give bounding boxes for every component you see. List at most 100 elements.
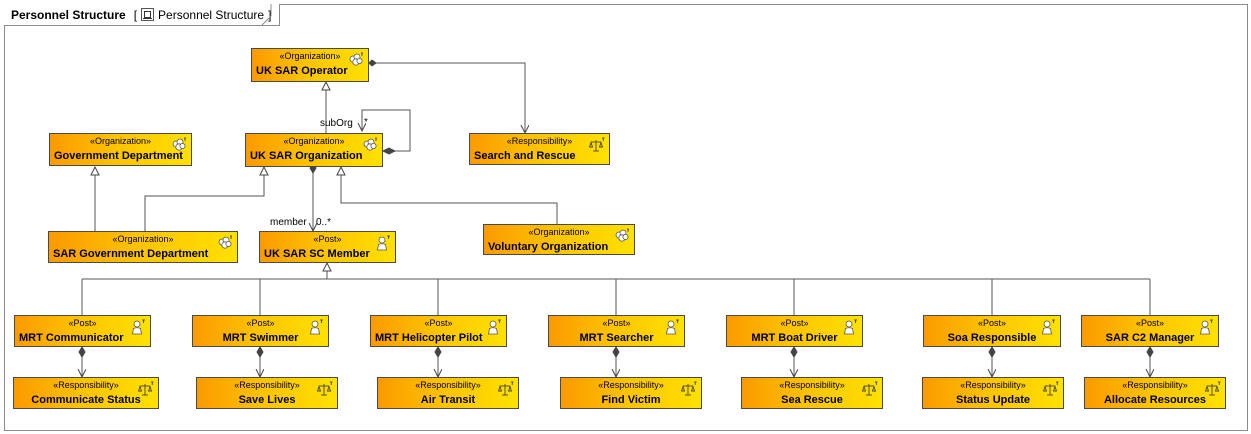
node-sar-c2-manager[interactable]: «Post» SAR C2 Manager: [1081, 315, 1219, 347]
node-name: MRT Searcher: [579, 332, 654, 344]
node-uk-sar-sc-member[interactable]: «Post» UK SAR SC Member: [259, 231, 396, 263]
node-name: UK SAR SC Member: [264, 248, 370, 260]
node-name: Status Update: [956, 394, 1030, 406]
responsibility-icon: [317, 381, 333, 396]
stereotype-label: «Responsibility»: [234, 380, 300, 390]
node-mrt-swimmer[interactable]: «Post» MRT Swimmer: [192, 315, 329, 347]
suborg-multiplicity: *: [364, 117, 368, 128]
node-find-victim[interactable]: «Responsibility» Find Victim: [560, 377, 702, 409]
post-icon: [488, 319, 501, 335]
node-name: MRT Boat Driver: [751, 332, 838, 344]
stereotype-label: «Post»: [1135, 318, 1165, 328]
diagram-frame: [4, 4, 1248, 431]
stereotype-label: «Organization»: [279, 51, 341, 61]
node-name: Find Victim: [601, 394, 661, 406]
association-operator-search-rescue[interactable]: [376, 62, 525, 133]
responsibility-icon: [1205, 381, 1221, 396]
stereotype-label: «Responsibility»: [960, 380, 1026, 390]
stereotype-label: «Responsibility»: [415, 380, 481, 390]
node-name: MRT Helicopter Pilot: [375, 332, 483, 344]
diagram-frame-tab: Personnel Structure [ Personnel Structur…: [4, 4, 281, 26]
node-status-update[interactable]: «Responsibility» Status Update: [922, 377, 1064, 409]
open-bracket: [: [133, 7, 138, 22]
stereotype-label: «Organization»: [112, 234, 174, 244]
responsibility-icon: [1043, 381, 1059, 396]
node-air-transit[interactable]: «Responsibility» Air Transit: [377, 377, 519, 409]
stereotype-label: «Responsibility»: [506, 136, 573, 146]
responsibility-icon: [138, 381, 154, 396]
generalization-arrowhead: [259, 165, 269, 176]
node-name: Communicate Status: [31, 394, 141, 406]
node-uk-sar-operator[interactable]: «Organization» UK SAR Operator: [251, 48, 369, 82]
node-name: Air Transit: [420, 394, 476, 406]
node-name: Soa Responsible: [947, 332, 1037, 344]
diagram-reference[interactable]: Personnel Structure: [158, 7, 265, 22]
organization-icon: [615, 228, 629, 242]
stereotype-label: «Organization»: [528, 227, 590, 237]
node-name: SAR C2 Manager: [1105, 332, 1195, 344]
node-government-department[interactable]: «Organization» Government Department: [49, 133, 192, 166]
responsibility-icon: [862, 381, 878, 396]
composition-diamond: [988, 346, 996, 358]
node-mrt-searcher[interactable]: «Post» MRT Searcher: [548, 315, 685, 347]
stereotype-label: «Post»: [246, 318, 275, 328]
class-diagram-icon: [141, 8, 155, 21]
node-save-lives[interactable]: «Responsibility» Save Lives: [196, 377, 338, 409]
post-generalization-tree[interactable]: [81, 263, 1151, 315]
organization-icon: [172, 137, 186, 151]
generalization-arrowhead: [321, 80, 331, 91]
node-allocate-resources[interactable]: «Responsibility» Allocate Resources: [1084, 377, 1226, 409]
stereotype-label: «Post»: [313, 234, 342, 244]
node-name: UK SAR Operator: [256, 65, 348, 77]
composition-diamond: [78, 346, 86, 358]
generalization-arrowhead: [90, 165, 100, 176]
composition-diamond: [434, 346, 442, 358]
composition-diamond: [381, 147, 397, 155]
node-mrt-communicator[interactable]: «Post» MRT Communicator: [14, 315, 151, 347]
node-communicate-status[interactable]: «Responsibility» Communicate Status: [13, 377, 159, 409]
node-sar-government-department[interactable]: «Organization» SAR Government Department: [48, 231, 238, 263]
stereotype-label: «Organization»: [283, 136, 345, 146]
close-bracket: ]: [268, 7, 272, 22]
composition-diamond: [612, 346, 620, 358]
generalization-voluntary-organization[interactable]: [340, 168, 558, 224]
association-suborg[interactable]: [362, 109, 411, 152]
post-icon: [1042, 319, 1055, 335]
node-search-and-rescue[interactable]: «Responsibility» Search and Rescue: [469, 133, 610, 165]
post-icon: [132, 319, 145, 335]
suborg-role-label: subOrg: [320, 118, 353, 129]
node-name: MRT Communicator: [19, 332, 124, 344]
organization-icon: [363, 137, 377, 151]
post-icon: [1200, 319, 1213, 335]
node-mrt-boat-driver[interactable]: «Post» MRT Boat Driver: [726, 315, 863, 347]
node-name: SAR Government Department: [53, 248, 209, 260]
node-name: Sea Rescue: [781, 394, 843, 406]
organization-icon: [218, 235, 232, 249]
node-name: Allocate Resources: [1103, 394, 1207, 406]
node-mrt-helicopter-pilot[interactable]: «Post» MRT Helicopter Pilot: [370, 315, 507, 347]
stereotype-label: «Post»: [602, 318, 631, 328]
node-uk-sar-organization[interactable]: «Organization» UK SAR Organization: [245, 133, 383, 167]
member-role-label: member: [270, 217, 307, 228]
node-soa-responsible[interactable]: «Post» Soa Responsible: [923, 315, 1061, 347]
composition-diamond: [368, 59, 377, 67]
composition-diamond: [790, 346, 798, 358]
diagram-title: Personnel Structure: [11, 7, 126, 22]
generalization-arrowhead: [322, 261, 332, 272]
generalization-sar-gov-dept-organization[interactable]: [144, 168, 265, 232]
stereotype-label: «Responsibility»: [779, 380, 845, 390]
composition-diamond: [1146, 346, 1154, 358]
node-name: UK SAR Organization: [250, 150, 363, 162]
generalization-arrowhead: [336, 165, 346, 176]
node-sea-rescue[interactable]: «Responsibility» Sea Rescue: [741, 377, 883, 409]
post-icon: [666, 319, 679, 335]
node-name: Search and Rescue: [474, 150, 576, 162]
node-voluntary-organization[interactable]: «Organization» Voluntary Organization: [483, 224, 635, 255]
post-icon: [844, 319, 857, 335]
responsibility-icon: [498, 381, 514, 396]
stereotype-label: «Responsibility»: [598, 380, 664, 390]
member-multiplicity: 0..*: [316, 217, 332, 228]
responsibility-icon: [589, 137, 605, 152]
node-name: Voluntary Organization: [488, 241, 609, 253]
